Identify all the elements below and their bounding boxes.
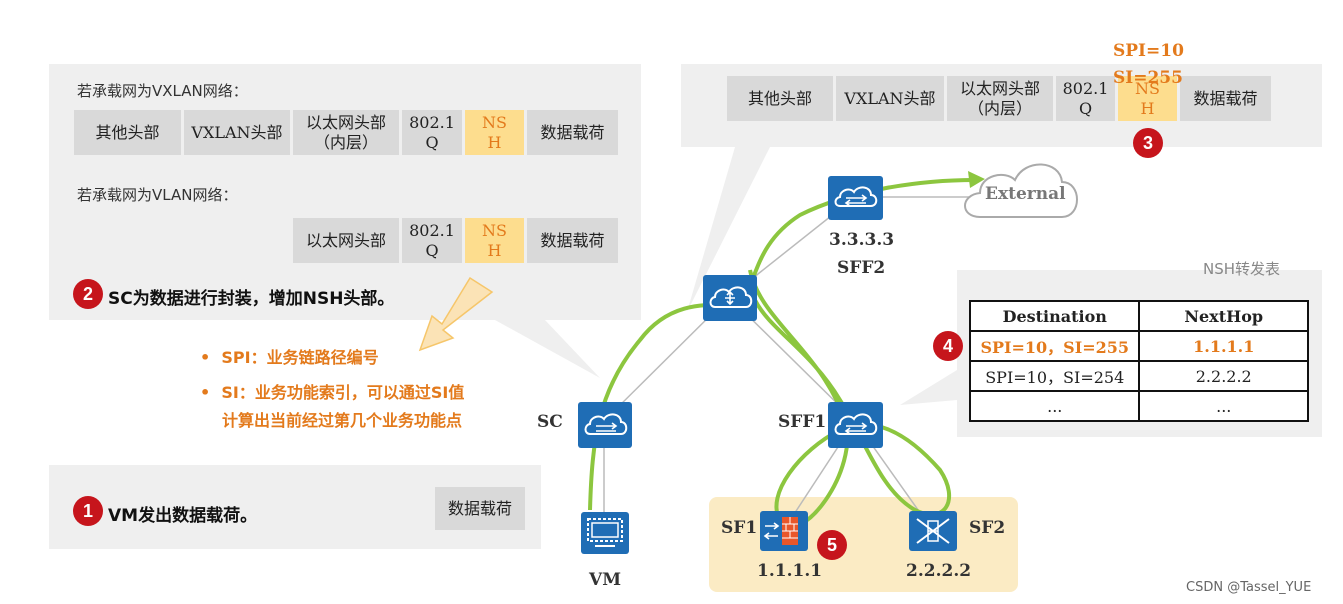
table-cell: ... [1138, 390, 1309, 422]
vlan-cell-ethernet-header: 以太网头部 [293, 218, 399, 263]
top-right-panel-shape [681, 64, 1322, 312]
table-row: SPI=10，SI=254 2.2.2.2 [968, 360, 1309, 392]
sf1-label: SF1 [721, 518, 758, 538]
table-cell: SPI=10，SI=254 [968, 360, 1141, 392]
vlan-cell-8021q: 802.1 Q [402, 218, 462, 263]
table-cell: SPI=10，SI=255 [968, 330, 1141, 362]
step1-payload-cell: 数据载荷 [435, 487, 525, 530]
tr-cell-8021q: 802.1 Q [1056, 76, 1115, 121]
table-cell: 2.2.2.2 [1138, 360, 1309, 392]
vlan-cell-payload: 数据载荷 [527, 218, 618, 263]
sff1-switch-icon [828, 402, 883, 448]
note-bullet-si: • SI：业务功能索引，可以通过SI值 [200, 383, 465, 402]
spi-label: SPI=10 [1113, 41, 1184, 61]
watermark: CSDN @Tassel_YUE [1186, 580, 1312, 595]
path-vm-to-external [588, 178, 976, 511]
vxlan-cell-other-header: 其他头部 [74, 110, 181, 155]
sff2-ip: 3.3.3.3 [829, 230, 895, 250]
vxlan-cell-ethernet-header: 以太网头部 （内层） [293, 110, 399, 155]
external-cloud [964, 163, 1078, 218]
vxlan-caption: 若承载网为VXLAN网络： [77, 82, 248, 100]
col-header-destination: Destination [968, 300, 1141, 332]
sf2-ip: 2.2.2.2 [906, 561, 972, 581]
hint-arrow [418, 276, 494, 352]
si-label: SI=255 [1113, 68, 1183, 88]
step-badge-4: 4 [933, 331, 963, 361]
vm-computer-icon [581, 512, 629, 554]
vm-label: VM [589, 570, 622, 590]
external-label: External [985, 184, 1066, 204]
tr-cell-payload: 数据载荷 [1180, 76, 1271, 121]
topology-links [603, 196, 985, 532]
col-header-nexthop: NextHop [1138, 300, 1309, 332]
note-si-line2: 计算出当前经过第几个业务功能点 [222, 411, 463, 430]
step-badge-3: 3 [1133, 128, 1163, 158]
router-icon [703, 275, 757, 321]
path-arrowhead [968, 171, 985, 188]
vxlan-cell-8021q: 802.1 Q [402, 110, 462, 155]
sc-switch-icon [578, 402, 632, 448]
sff2-switch-icon [828, 176, 883, 220]
sff2-label: SFF2 [837, 258, 886, 278]
table-cell: ... [968, 390, 1141, 422]
vlan-cell-nsh: NS H [465, 218, 524, 263]
step2-text: SC为数据进行封装，增加NSH头部。 [108, 289, 395, 309]
sff1-label: SFF1 [778, 412, 827, 432]
sf1-ip: 1.1.1.1 [757, 561, 823, 581]
sc-label: SC [537, 412, 563, 432]
table-cell: 1.1.1.1 [1138, 330, 1309, 362]
note-spi: SPI：业务链路径编号 [221, 348, 379, 367]
table-header-row: Destination NextHop [968, 300, 1309, 332]
nsh-table-title: NSH转发表 [1203, 260, 1281, 278]
table-row: ... ... [968, 390, 1309, 422]
step-badge-1: 1 [73, 496, 103, 526]
tr-cell-other-header: 其他头部 [727, 76, 833, 121]
vxlan-cell-nsh: NS H [465, 110, 524, 155]
sf2-label: SF2 [969, 518, 1006, 538]
step-badge-2: 2 [73, 279, 103, 309]
vxlan-cell-payload: 数据载荷 [527, 110, 618, 155]
step1-text: VM发出数据载荷。 [108, 506, 258, 526]
nsh-forwarding-table: Destination NextHop SPI=10，SI=255 1.1.1.… [968, 300, 1309, 422]
sf2-service-icon [909, 511, 957, 551]
tr-cell-nsh: NS H [1118, 76, 1177, 121]
step-badge-5: 5 [817, 530, 847, 560]
tr-cell-vxlan-header: VXLAN头部 [836, 76, 944, 121]
table-row: SPI=10，SI=255 1.1.1.1 [968, 330, 1309, 362]
vxlan-cell-vxlan-header: VXLAN头部 [184, 110, 290, 155]
note-si-line1: SI：业务功能索引，可以通过SI值 [221, 383, 465, 402]
sf1-firewall-icon [760, 511, 808, 551]
vlan-caption: 若承载网为VLAN网络： [77, 186, 238, 204]
sf-area [709, 497, 1018, 592]
note-bullet-spi: • SPI：业务链路径编号 [200, 348, 379, 367]
tr-cell-ethernet-header: 以太网头部 （内层） [947, 76, 1053, 121]
